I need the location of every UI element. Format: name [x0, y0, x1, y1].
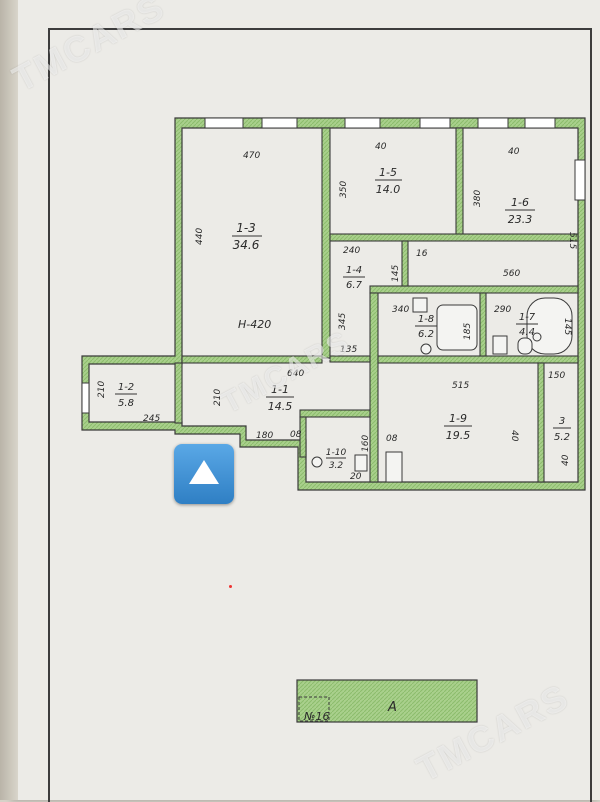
- dimension: 340: [392, 305, 409, 315]
- dimension: 40: [375, 142, 387, 152]
- dimension: 180: [256, 431, 273, 441]
- dimension: 135: [340, 345, 357, 355]
- dimension: 440: [195, 228, 205, 245]
- dimension: 470: [243, 151, 260, 161]
- room-labels: 1-3 34.6 1-5 14.0 1-6 23.3 1-4 6.7 1-8 6…: [115, 166, 571, 471]
- dimension: 515: [452, 381, 469, 391]
- dimension: 20: [350, 472, 362, 482]
- dimension: 40: [508, 147, 520, 157]
- fixtures: [311, 297, 573, 483]
- dimension: 640: [287, 369, 304, 379]
- dimension: 350: [339, 181, 349, 198]
- dimension: 245: [143, 414, 160, 424]
- dimension: 160: [361, 435, 371, 452]
- room-id: 1-4: [346, 265, 362, 276]
- drawing-frame: [48, 28, 592, 802]
- room-area: 14.5: [268, 400, 293, 413]
- room-id: 1-1: [271, 383, 289, 396]
- dimension: 210: [213, 389, 223, 406]
- room-area: 5.2: [554, 432, 570, 443]
- room-id: 1-7: [519, 312, 536, 323]
- dimension: 290: [494, 305, 511, 315]
- room-area: 19.5: [446, 429, 471, 442]
- room-id: 1-9: [449, 412, 467, 425]
- scroll-up-button[interactable]: [174, 444, 234, 504]
- room-area: 23.3: [508, 213, 533, 226]
- interior-walls: [174, 127, 579, 483]
- dimension: 560: [503, 269, 520, 279]
- dimension: 40: [561, 454, 571, 466]
- room-id: 1-10: [326, 448, 347, 458]
- dimension: 16: [416, 249, 428, 259]
- dimension: 210: [97, 381, 107, 398]
- room-id: 1-5: [379, 166, 397, 179]
- height-label: H-420: [238, 318, 271, 331]
- room-area: 5.8: [118, 398, 134, 409]
- dimension: 08: [386, 434, 398, 444]
- room-id: 1-8: [418, 314, 434, 325]
- exterior-walls: [81, 117, 586, 491]
- dimension: 08: [290, 430, 302, 440]
- dimension: 185: [463, 323, 473, 340]
- marker-dot: [229, 585, 232, 588]
- dimension: 380: [473, 190, 483, 207]
- room-area: 3.2: [329, 461, 344, 471]
- triangle-up-icon: [189, 460, 219, 484]
- binder-edge: [0, 0, 18, 800]
- room-area: 34.6: [233, 238, 260, 252]
- dimension-labels: 470 440 40 350 40 380 515 240 145 16 560…: [97, 142, 577, 482]
- dimension: 240: [343, 246, 360, 256]
- dimension: 345: [338, 313, 348, 330]
- document-sheet: [14, 0, 600, 800]
- room-area: 6.7: [346, 280, 363, 291]
- dimension: 515: [567, 232, 577, 249]
- room-id: 1-6: [511, 196, 529, 209]
- room-id: 1-3: [236, 221, 256, 235]
- sheet-number: №16: [303, 710, 329, 723]
- dimension: 150: [548, 371, 565, 381]
- room-area: 4.4: [519, 327, 535, 338]
- dimension: 145: [391, 265, 401, 282]
- room-id: 1-2: [118, 382, 134, 393]
- windows: [81, 117, 586, 414]
- legend-strip: №16 A: [296, 679, 478, 723]
- room-id: 3: [559, 416, 565, 427]
- dimension: 145: [562, 318, 572, 335]
- hatch-label: A: [387, 700, 397, 715]
- dimension: 40: [509, 430, 519, 442]
- room-area: 14.0: [376, 183, 401, 196]
- room-area: 6.2: [418, 329, 434, 340]
